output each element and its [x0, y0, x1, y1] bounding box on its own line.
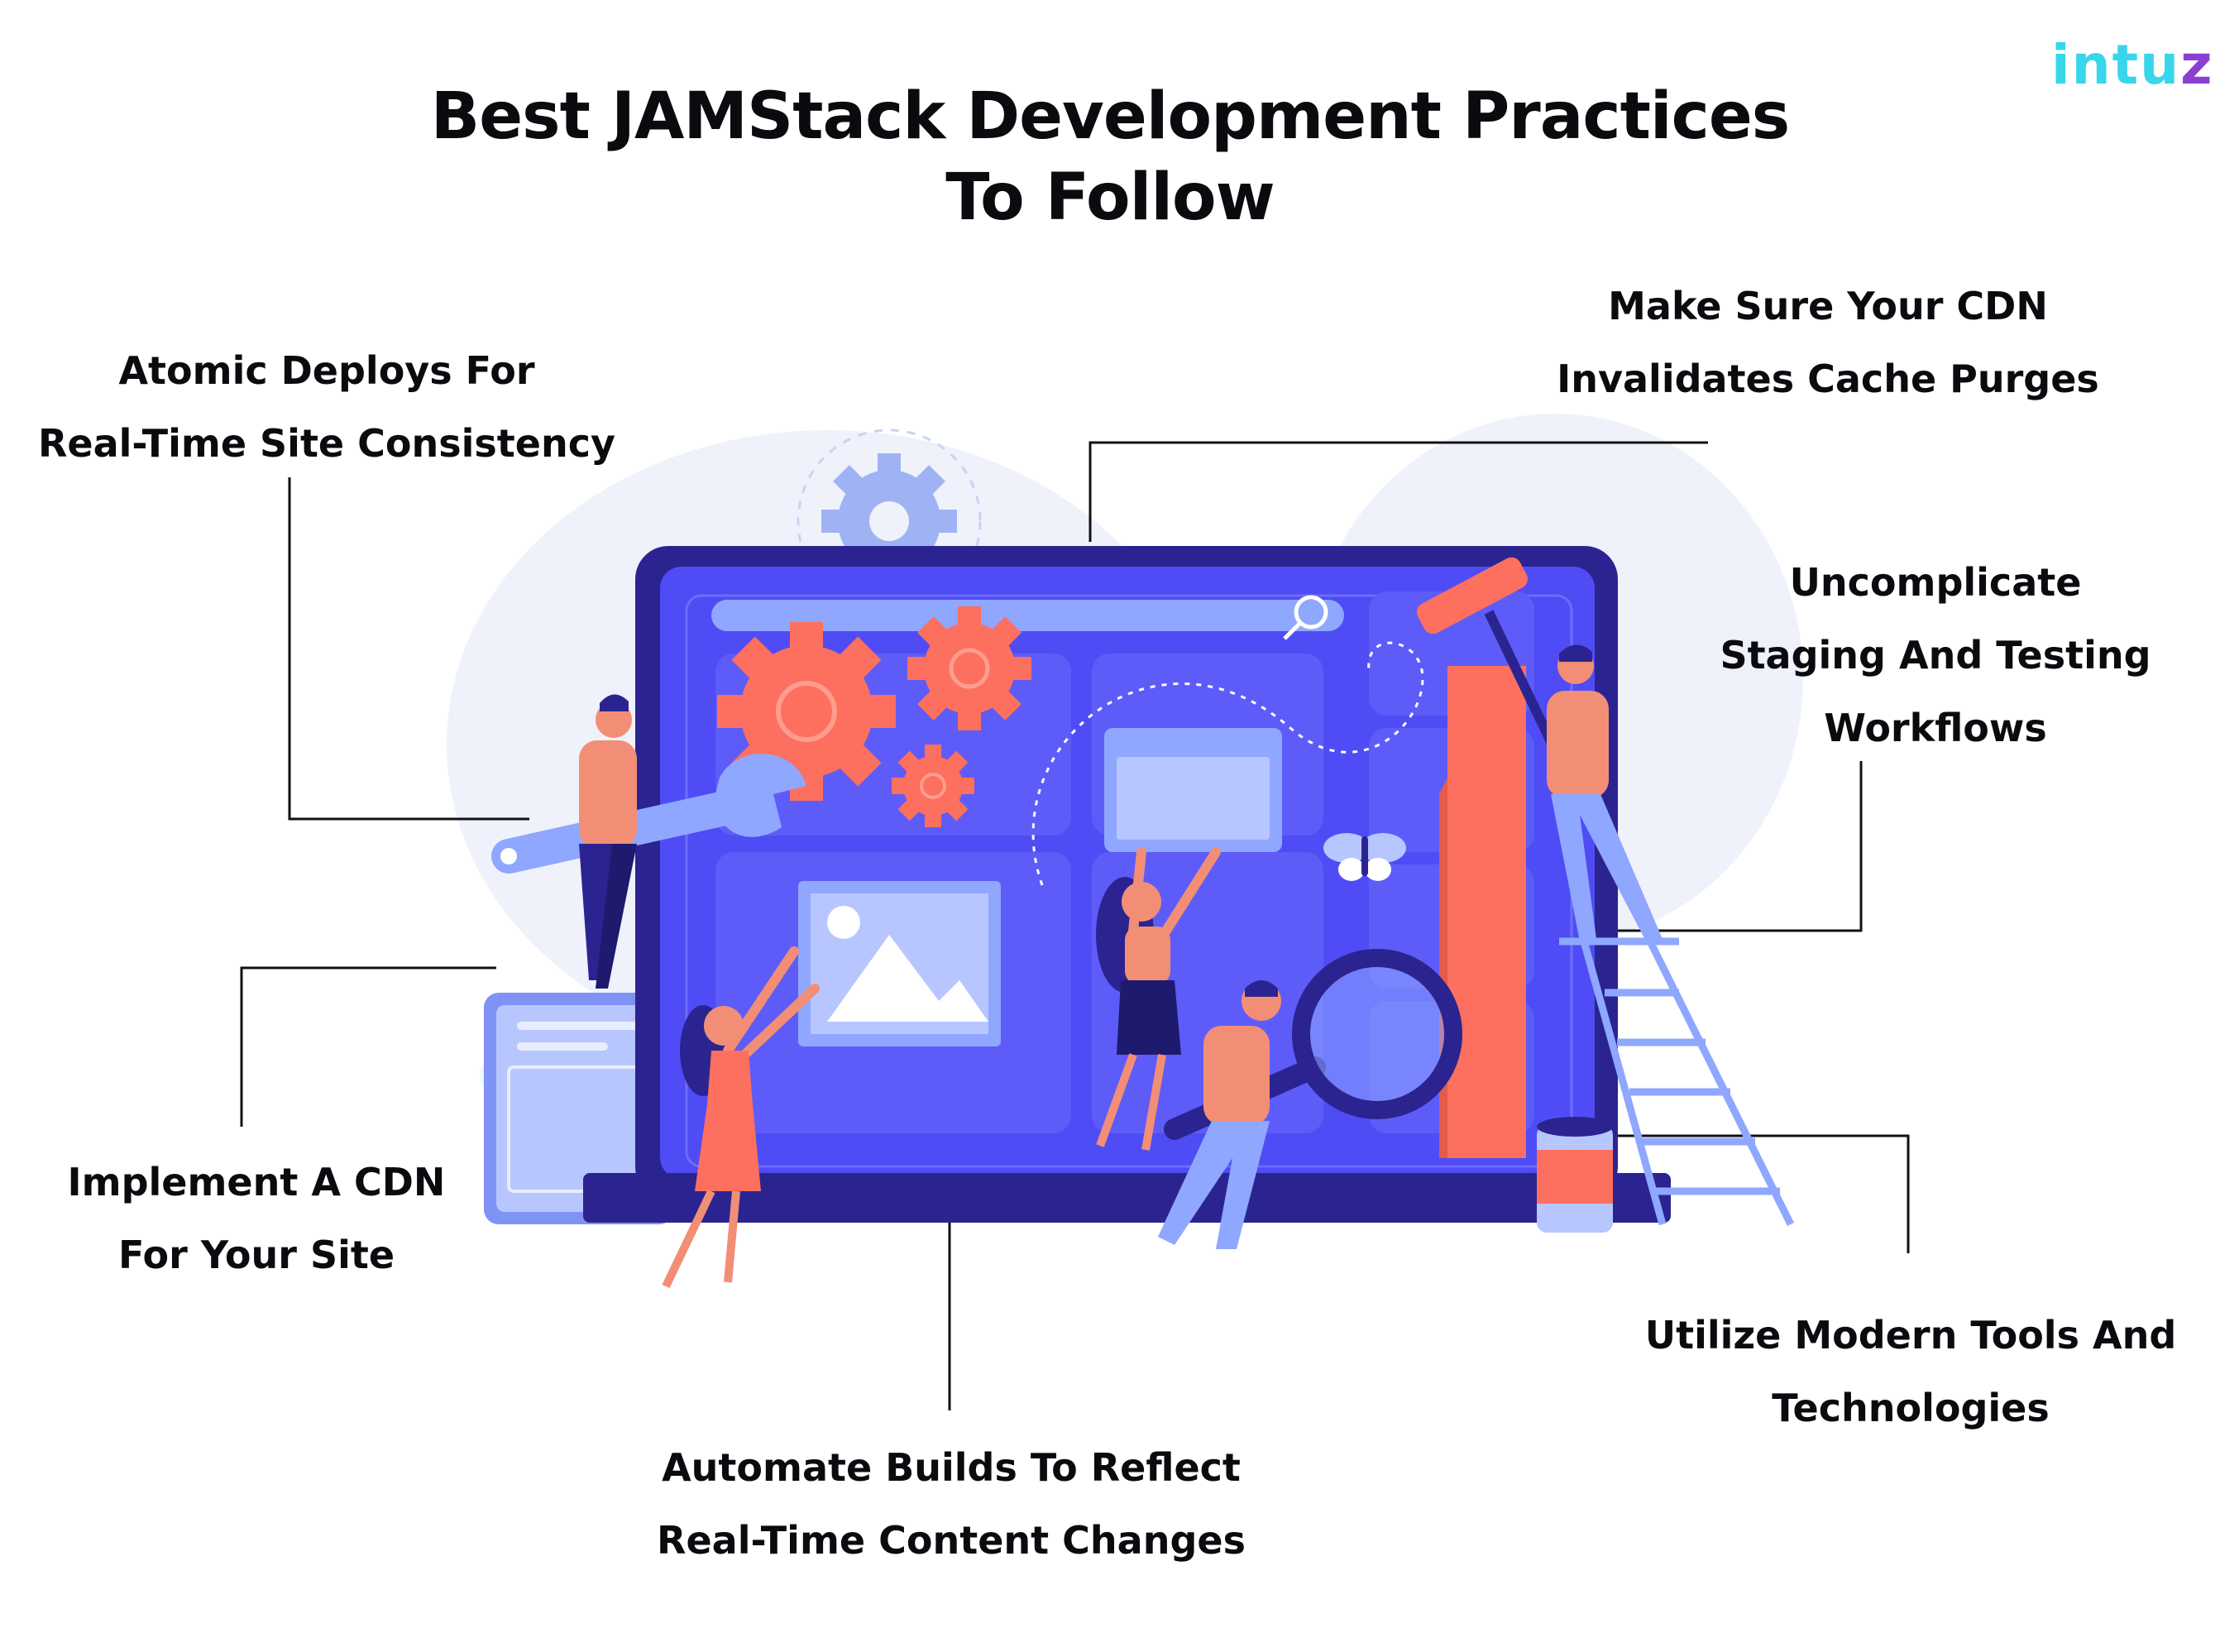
- page-title-line-1: Best JAMStack Development Practices: [430, 79, 1790, 154]
- page-title: Best JAMStack Development Practices To F…: [0, 76, 2220, 238]
- person-holding-window: [1096, 847, 1221, 1151]
- image-icon: [798, 881, 1001, 1046]
- side-browser-window: [484, 993, 674, 1224]
- connector-implement-cdn: [240, 966, 496, 1127]
- flow-path: [1031, 641, 1424, 886]
- ladder-icon: [1559, 937, 1795, 1227]
- search-icon: [1283, 595, 1328, 640]
- person-with-wrench: [579, 694, 637, 989]
- person-reaching: [662, 946, 820, 1289]
- practice-modern-tools: Utilize Modern Tools And Technologies: [1644, 1313, 2177, 1430]
- connector-lines: [240, 441, 1910, 1410]
- butterfly-icon: [1323, 833, 1406, 881]
- intuz-logo: intuz: [2051, 33, 2214, 97]
- laptop-base: [583, 1173, 1671, 1223]
- connector-staging: [1572, 761, 1863, 932]
- person-with-roller: [1547, 644, 1663, 941]
- connector-modern-tools: [1567, 1134, 1910, 1253]
- practice-automate-builds: Automate Builds To Reflect Real-Time Con…: [657, 1445, 1246, 1563]
- practice-atomic-deploys: Atomic Deploys For Real-Time Site Consis…: [38, 348, 615, 466]
- connector-cdn-invalidate: [1088, 441, 1708, 542]
- orange-column: [1447, 666, 1526, 1158]
- search-bar: [711, 600, 1344, 631]
- practice-cdn-cache-invalidation: Make Sure Your CDN Invalidates Cache Pur…: [1557, 284, 2099, 401]
- person-with-magnifier: [1158, 980, 1281, 1249]
- magnifier-icon: [1164, 949, 1462, 1140]
- connector-atomic: [288, 477, 529, 821]
- page-title-line-2: To Follow: [945, 160, 1275, 235]
- paint-bucket-icon: [1537, 1117, 1613, 1233]
- practice-staging-testing: Uncomplicate Staging And Testing Workflo…: [1720, 560, 2151, 750]
- practice-implement-cdn: Implement A CDN For Your Site: [67, 1160, 446, 1277]
- held-window: [1104, 728, 1282, 852]
